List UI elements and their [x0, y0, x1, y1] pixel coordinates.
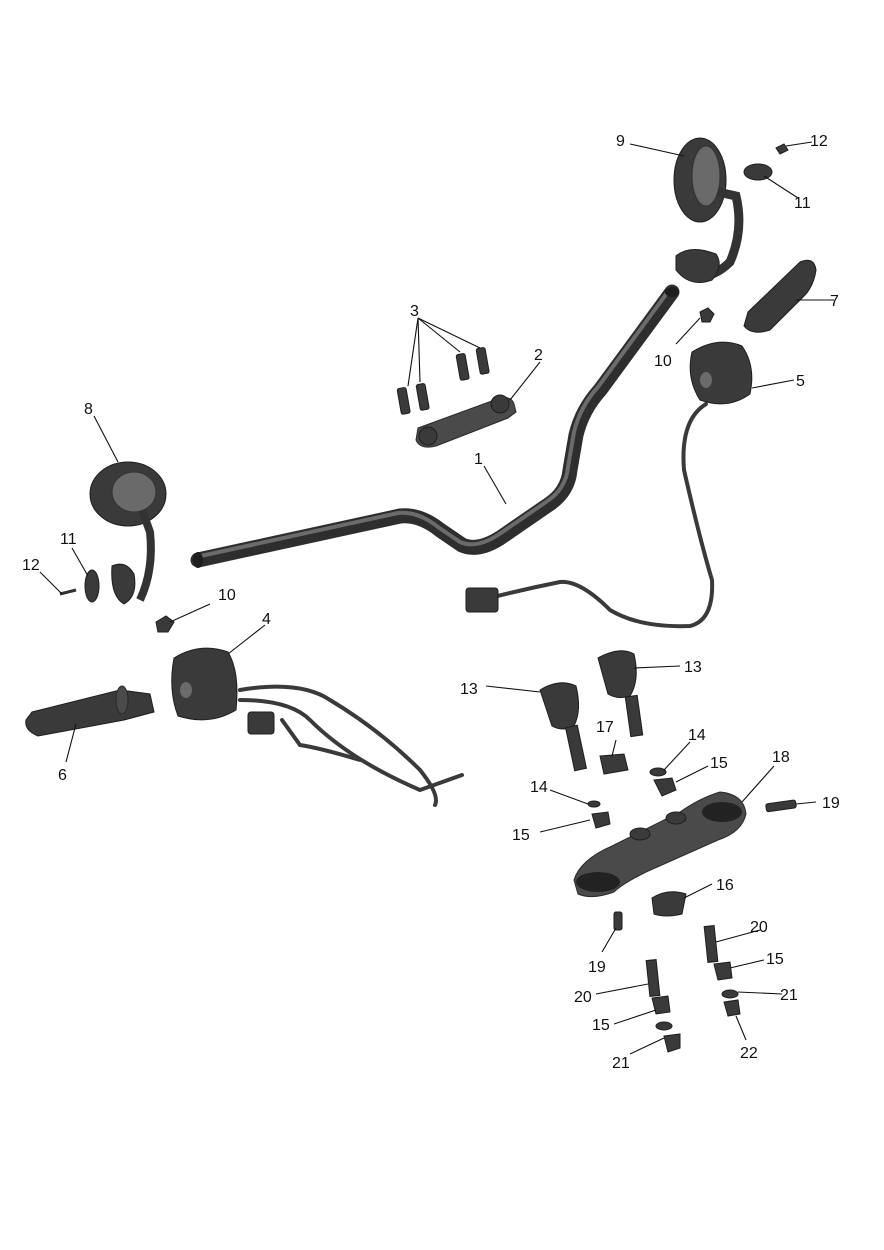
callout-5: 5 [796, 373, 805, 390]
callout-19-right: 19 [822, 795, 840, 812]
leader-lines [39, 141, 834, 1055]
callout-11-left: 11 [60, 531, 77, 548]
callout-labels: 1 2 3 4 5 6 7 8 9 10 10 11 11 12 12 13 1… [22, 133, 840, 1072]
left-grip [25, 685, 155, 737]
callout-9: 9 [616, 133, 625, 150]
callout-14-left: 14 [530, 779, 548, 796]
riser-washers [587, 753, 677, 829]
callout-1: 1 [474, 451, 483, 468]
mirror-washers-screws [59, 143, 789, 603]
callout-10-right: 10 [654, 353, 672, 370]
right-switch-housing [465, 341, 753, 629]
small-bushings [155, 307, 715, 633]
callout-16: 16 [716, 877, 734, 894]
handlebar-clamp [415, 394, 517, 448]
handlebar [190, 284, 680, 568]
callout-15-right: 15 [766, 951, 784, 968]
left-mirror [89, 461, 167, 605]
callout-2: 2 [534, 347, 543, 364]
callout-13-right: 13 [684, 659, 702, 676]
callout-14-right: 14 [688, 727, 706, 744]
callout-3: 3 [410, 303, 419, 320]
callout-19-lower: 19 [588, 959, 606, 976]
callout-20-right: 20 [750, 919, 768, 936]
callout-15-middle: 15 [512, 827, 530, 844]
callout-15-upper: 15 [710, 755, 728, 772]
callout-22: 22 [740, 1045, 758, 1062]
left-switch-housing [171, 647, 464, 807]
callout-18: 18 [772, 749, 790, 766]
right-mirror [673, 137, 744, 283]
risers [539, 650, 644, 772]
callout-6: 6 [58, 767, 67, 784]
right-grip [743, 259, 817, 333]
callout-11-right: 11 [794, 195, 811, 212]
callout-4: 4 [262, 611, 271, 628]
clamp-bolts [396, 347, 490, 415]
callout-13-left: 13 [460, 681, 478, 698]
callout-20-left: 20 [574, 989, 592, 1006]
callout-10-left: 10 [218, 587, 236, 604]
callout-17: 17 [596, 719, 614, 736]
callout-8: 8 [84, 401, 93, 418]
yoke-bolts [613, 799, 797, 931]
callout-21-right: 21 [780, 987, 798, 1004]
callout-7: 7 [830, 293, 839, 310]
studs-washers-nuts [645, 925, 741, 1053]
yoke-sleeve [651, 891, 687, 917]
callout-12-right: 12 [810, 133, 828, 150]
callout-15-lower: 15 [592, 1017, 610, 1034]
callout-21-left: 21 [612, 1055, 630, 1072]
callout-12-left: 12 [22, 557, 40, 574]
top-yoke [573, 791, 747, 898]
